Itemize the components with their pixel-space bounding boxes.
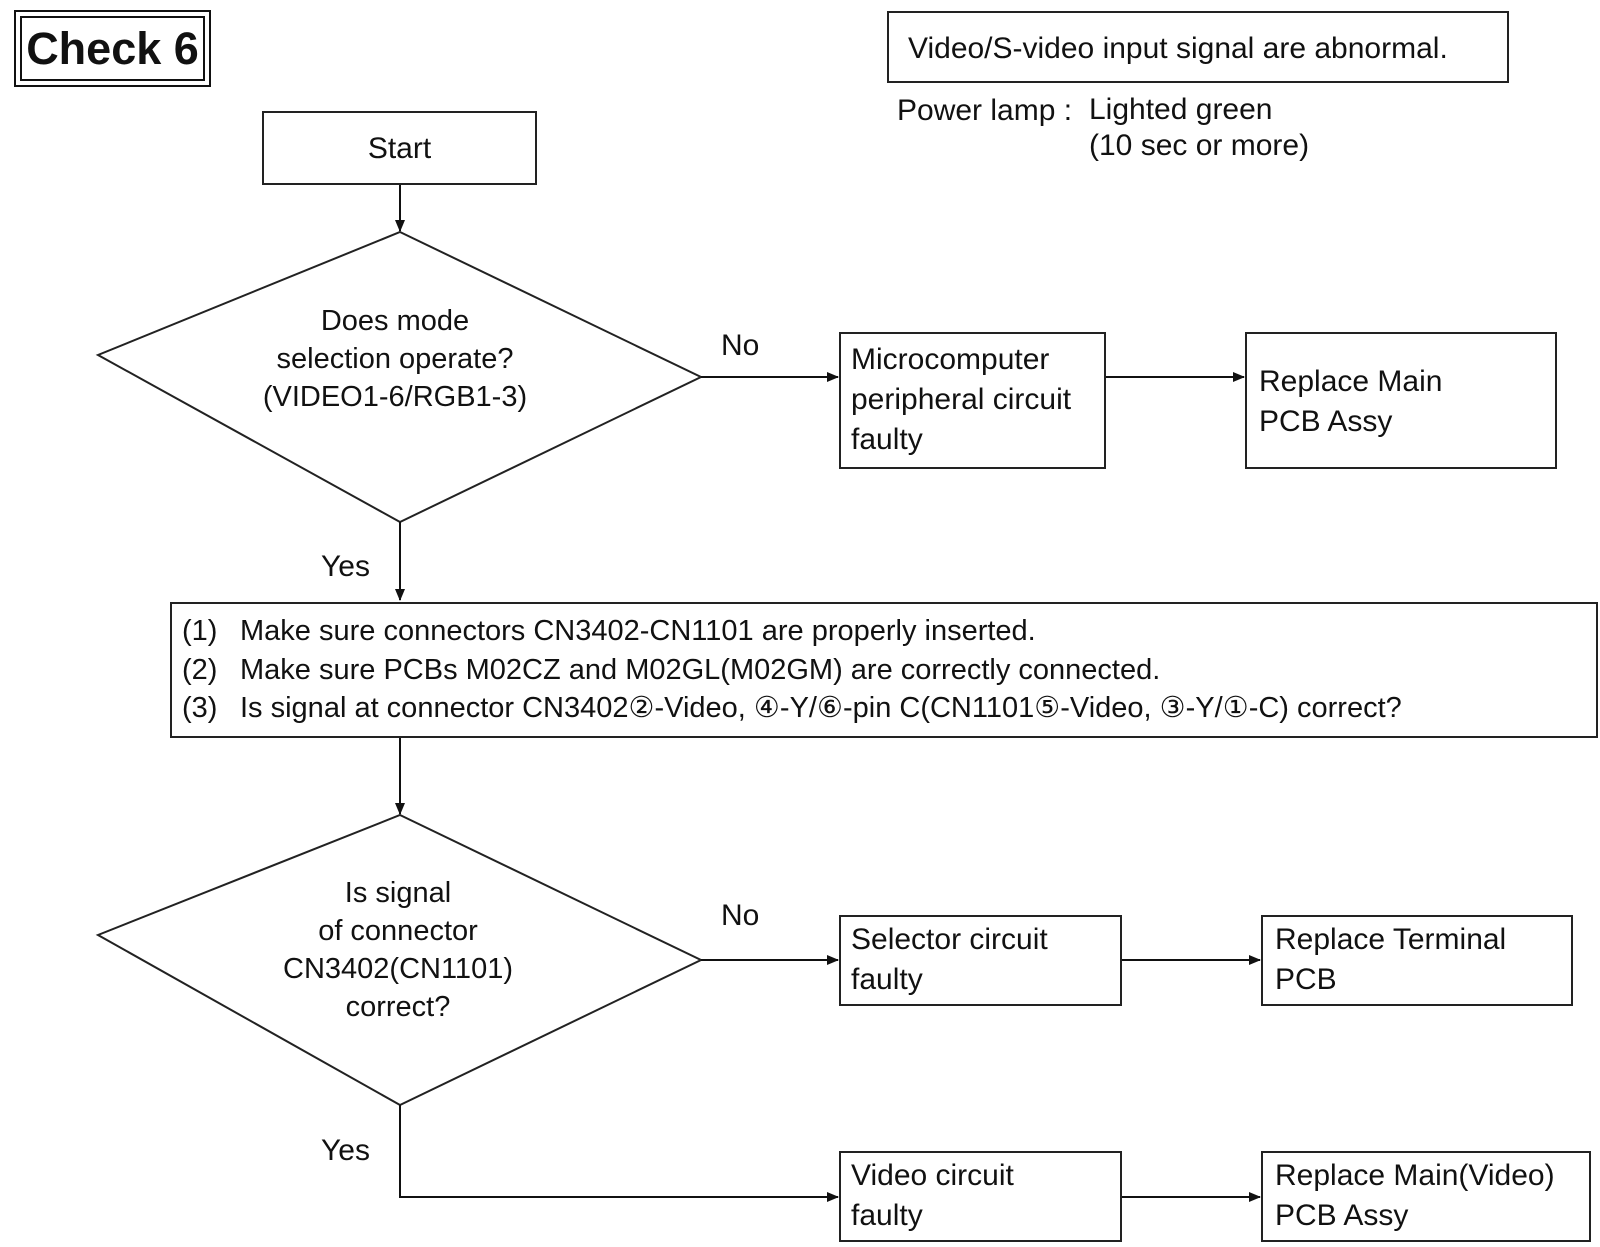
check-step-number: (2) <box>182 653 218 686</box>
symptom-text: Video/S-video input signal are abnormal. <box>908 32 1448 65</box>
fault2-text: Selector circuit faulty <box>851 920 1048 1000</box>
power-lamp-value: Lighted green (10 sec or more) <box>1089 92 1309 164</box>
check-step-text: Is signal at connector CN3402②-Video, ④-… <box>240 692 1402 724</box>
action2-text: Replace Terminal PCB <box>1275 920 1506 1000</box>
check-step-text: Make sure connectors CN3402-CN1101 are p… <box>240 615 1036 647</box>
action2-line: Replace Terminal <box>1275 923 1507 956</box>
action2-line: PCB <box>1275 963 1337 996</box>
fault1-line: faulty <box>851 423 923 456</box>
action1-box: Replace Main PCB Assy <box>1245 332 1557 469</box>
decision2-line: of connector <box>318 915 478 947</box>
fault2-box: Selector circuit faulty <box>839 915 1122 1006</box>
action1-line: PCB Assy <box>1259 405 1393 438</box>
decision1-no-label: No <box>721 329 760 362</box>
action3-text: Replace Main(Video) PCB Assy <box>1275 1156 1555 1236</box>
start-label: Start <box>367 132 432 165</box>
fault1-text: Microcomputer peripheral circuit faulty <box>851 340 1071 460</box>
fault3-line: faulty <box>851 1199 923 1232</box>
fault1-box: Microcomputer peripheral circuit faulty <box>839 332 1106 469</box>
check-title-frame: Check 6 <box>14 10 211 87</box>
action1-text: Replace Main PCB Assy <box>1259 362 1442 442</box>
decision1-question: Does mode selection operate? (VIDEO1-6/R… <box>200 302 590 416</box>
power-lamp-value-line: Lighted green <box>1089 93 1273 126</box>
check-title: Check 6 <box>20 16 205 81</box>
power-lamp-value-line: (10 sec or more) <box>1089 129 1310 162</box>
decision2-yes-label: Yes <box>321 1134 370 1167</box>
fault3-box: Video circuit faulty <box>839 1151 1122 1242</box>
power-lamp-label: Power lamp : <box>897 94 1073 127</box>
decision1-line: (VIDEO1-6/RGB1-3) <box>262 381 528 413</box>
decision1-line: selection operate? <box>276 343 514 375</box>
check-step: (2) Make sure PCBs M02CZ and M02GL(M02GM)… <box>182 651 1402 690</box>
fault3-line: Video circuit <box>851 1159 1014 1192</box>
decision2-line: CN3402(CN1101) <box>283 953 513 985</box>
action3-box: Replace Main(Video) PCB Assy <box>1261 1151 1591 1242</box>
check-steps-box: (1) Make sure connectors CN3402-CN1101 ar… <box>170 602 1598 738</box>
symptom-box: Video/S-video input signal are abnormal. <box>887 11 1509 83</box>
check-step: (1) Make sure connectors CN3402-CN1101 ar… <box>182 612 1402 651</box>
arrow-decision2-yes <box>399 1105 839 1202</box>
decision2-no-label: No <box>721 899 760 932</box>
check-steps-list: (1) Make sure connectors CN3402-CN1101 ar… <box>182 612 1402 728</box>
fault3-text: Video circuit faulty <box>851 1156 1014 1236</box>
decision1-yes-label: Yes <box>321 550 370 583</box>
check-step: (3) Is signal at connector CN3402②-Video,… <box>182 689 1402 728</box>
action2-box: Replace Terminal PCB <box>1261 915 1573 1006</box>
fault2-line: Selector circuit <box>851 923 1048 956</box>
decision2-line: Is signal <box>344 877 452 909</box>
decision2-line: correct? <box>345 991 451 1023</box>
check-step-number: (3) <box>182 692 218 724</box>
start-box: Start <box>262 111 537 185</box>
action1-line: Replace Main <box>1259 365 1443 398</box>
fault2-line: faulty <box>851 963 923 996</box>
check-step-text: Make sure PCBs M02CZ and M02GL(M02GM) ar… <box>240 653 1161 686</box>
check-step-number: (1) <box>182 615 218 647</box>
decision1-line: Does mode <box>320 305 470 337</box>
action3-line: Replace Main(Video) <box>1275 1159 1555 1192</box>
action3-line: PCB Assy <box>1275 1199 1409 1232</box>
decision2-question: Is signal of connector CN3402(CN1101) co… <box>200 874 596 1026</box>
fault1-line: peripheral circuit <box>851 383 1072 416</box>
fault1-line: Microcomputer <box>851 343 1050 376</box>
